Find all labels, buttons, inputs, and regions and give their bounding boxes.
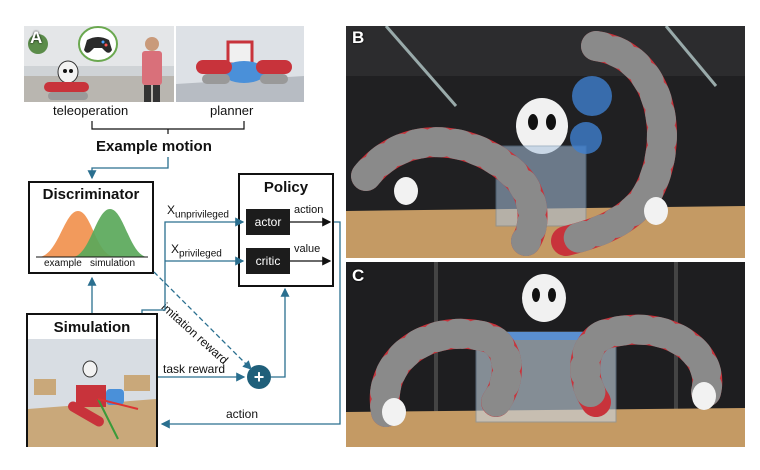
photo-c-robot-hug: [346, 262, 745, 447]
policy-output-action: action: [294, 204, 324, 216]
imitation-reward-label: imitation reward: [158, 300, 231, 368]
action-feedback-label: action: [226, 407, 259, 421]
planner-render: [176, 26, 304, 102]
simulation-render: [28, 339, 156, 447]
example-bracket: [91, 121, 245, 130]
discriminator-title: Discriminator: [42, 186, 140, 203]
legend-simulation: simulation: [90, 258, 136, 269]
arrow-to-actor: [141, 217, 245, 313]
example-motion-title: Example motion: [96, 138, 212, 155]
sum-node: +: [247, 365, 271, 389]
actor-label: actor: [254, 215, 282, 229]
panel-label-a: A: [30, 28, 43, 47]
critic-label: critic: [255, 254, 281, 268]
arrow-imitation-reward: [153, 271, 252, 370]
task-reward-label: task reward: [163, 362, 226, 376]
teleoperation-label: teleoperation: [53, 103, 129, 118]
x-unprivileged-label: Xunprivileged: [167, 203, 229, 221]
panel-label-c: C: [352, 266, 365, 285]
policy-output-value: value: [294, 243, 321, 255]
discriminator-box: Discriminator example simulation: [28, 181, 154, 274]
photo-b-robot-lift: [346, 26, 745, 258]
simulation-title: Simulation: [53, 319, 131, 336]
arrow-sum-to-policy: [271, 287, 290, 378]
planner-label: planner: [210, 103, 254, 118]
critic-block: critic: [246, 248, 290, 274]
gamepad-icon-bubble: [78, 26, 118, 62]
legend-example: example: [44, 258, 82, 269]
policy-title: Policy: [263, 179, 309, 196]
x-privileged-label: Xprivileged: [171, 242, 222, 260]
simulation-distribution: [72, 209, 148, 257]
actor-block: actor: [246, 209, 290, 235]
panel-label-b: B: [352, 28, 365, 47]
arrow-example-to-discriminator: [87, 157, 169, 180]
simulation-box: Simulation: [26, 313, 158, 447]
plus-icon: +: [253, 366, 265, 387]
distribution-curves: [36, 209, 148, 258]
